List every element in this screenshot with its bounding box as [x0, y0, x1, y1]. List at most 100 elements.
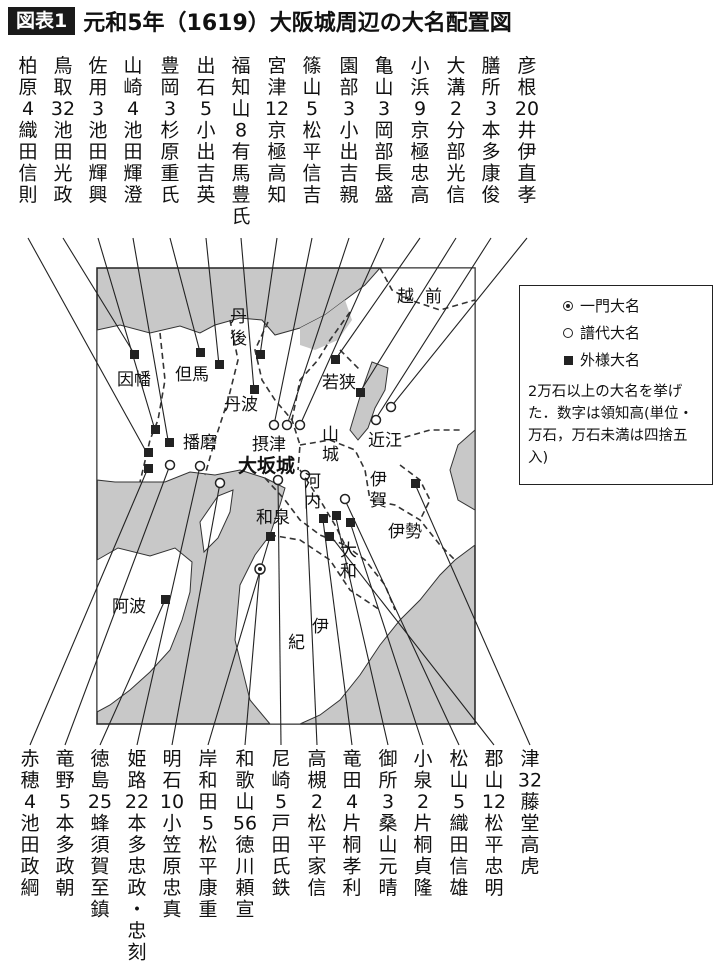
prov-kawachi: 河: [304, 472, 321, 492]
figure-tag: 図表1: [8, 7, 76, 35]
fudai-markers: [164, 401, 397, 505]
prov-kii-2: 伊: [312, 617, 329, 637]
prov-tango-2: 後: [230, 329, 247, 349]
province-labels: 越 前 丹 後 若狭 因幡 但馬 丹波 近江 播磨 摂津 山 城 伊 賀 和泉 …: [112, 287, 442, 653]
prov-iga-2: 賀: [370, 491, 387, 511]
marker-obama: [331, 355, 340, 364]
marker-kishiwada: [266, 532, 275, 541]
shikoku-land: [96, 547, 193, 713]
lake-biwa: [349, 361, 389, 441]
marker-gose: [325, 532, 334, 541]
prov-harima: 播磨: [183, 433, 217, 453]
prov-yamato: 大: [340, 541, 357, 561]
prov-yamato-2: 和: [340, 562, 357, 582]
prov-izumi: 和泉: [256, 508, 290, 528]
marker-izushi: [215, 360, 224, 369]
marker-tsu: [411, 479, 420, 488]
marker-tottori: [130, 350, 139, 359]
prov-kawachi-2: 内: [304, 492, 321, 512]
legend-item-fudai: 譜代大名: [528, 319, 704, 346]
legend-box: 一門大名 譜代大名 外様大名 2万石以上の大名を挙げた．数字は領知高(単位・万石…: [519, 285, 713, 485]
leader-lines-bottom: [29, 464, 531, 746]
prov-yamashiro-2: 城: [322, 445, 339, 465]
prov-omi: 近江: [368, 431, 402, 451]
legend-label: 一門大名: [580, 297, 641, 315]
marker-matsuyama: [346, 518, 355, 527]
marker-kashiwara: [144, 448, 153, 457]
prov-ise: 伊勢: [388, 522, 422, 542]
legend-item-tozama: 外様大名: [528, 346, 704, 373]
prov-tango: 丹: [230, 307, 247, 327]
legend-label: 譜代大名: [580, 324, 641, 342]
marker-kameyama: [294, 419, 306, 431]
prov-echizen-2: 前: [425, 287, 442, 307]
prov-kii: 紀: [288, 633, 305, 653]
prov-echizen: 越: [397, 287, 414, 307]
marker-tatsuta: [319, 514, 328, 523]
tozama-markers: [130, 348, 420, 604]
legend-note: 2万石以上の大名を挙げた．数字は領知高(単位・万石，万石未満は四捨五入): [528, 384, 694, 466]
legend-item-ichimon: 一門大名: [528, 292, 704, 319]
marker-fukuchiyama: [250, 385, 259, 394]
legend-label: 外様大名: [580, 351, 641, 369]
marker-amagasaki: [272, 474, 284, 486]
marker-akashi: [214, 477, 226, 489]
prov-tajima: 但馬: [175, 365, 209, 385]
prov-yamashiro: 山: [322, 425, 339, 445]
marker-hikone: [385, 401, 397, 413]
marker-sasayama: [268, 419, 280, 431]
marker-koizumi: [332, 511, 341, 520]
dot-circle-icon: [556, 297, 580, 315]
square-icon: [556, 351, 580, 369]
circle-icon: [556, 324, 580, 342]
ichimon-markers: [254, 563, 266, 575]
marker-toyooka: [196, 348, 205, 357]
ise-bay: [449, 428, 476, 511]
prov-wakasa: 若狭: [322, 373, 356, 393]
marker-koriyama: [339, 493, 351, 505]
figure-title-row: 図表1 元和5年（1619）大阪城周辺の大名配置図: [8, 6, 512, 36]
figure-title: 元和5年（1619）大阪城周辺の大名配置図: [83, 11, 512, 36]
marker-ako: [144, 464, 153, 473]
marker-zeze: [370, 414, 382, 426]
marker-sayo: [151, 425, 160, 434]
leader-lines-top: [27, 237, 528, 456]
prov-awa: 阿波: [112, 597, 146, 617]
marker-tatsuno: [164, 459, 176, 471]
prov-settsu: 摂津: [252, 435, 286, 455]
prov-tamba: 丹波: [224, 395, 258, 415]
marker-sonobe: [281, 419, 293, 431]
marker-himeji: [194, 460, 206, 472]
prov-inaba: 因幡: [117, 370, 151, 390]
marker-miyazu: [256, 350, 265, 359]
osaka-castle-label: 大坂城: [238, 454, 295, 477]
